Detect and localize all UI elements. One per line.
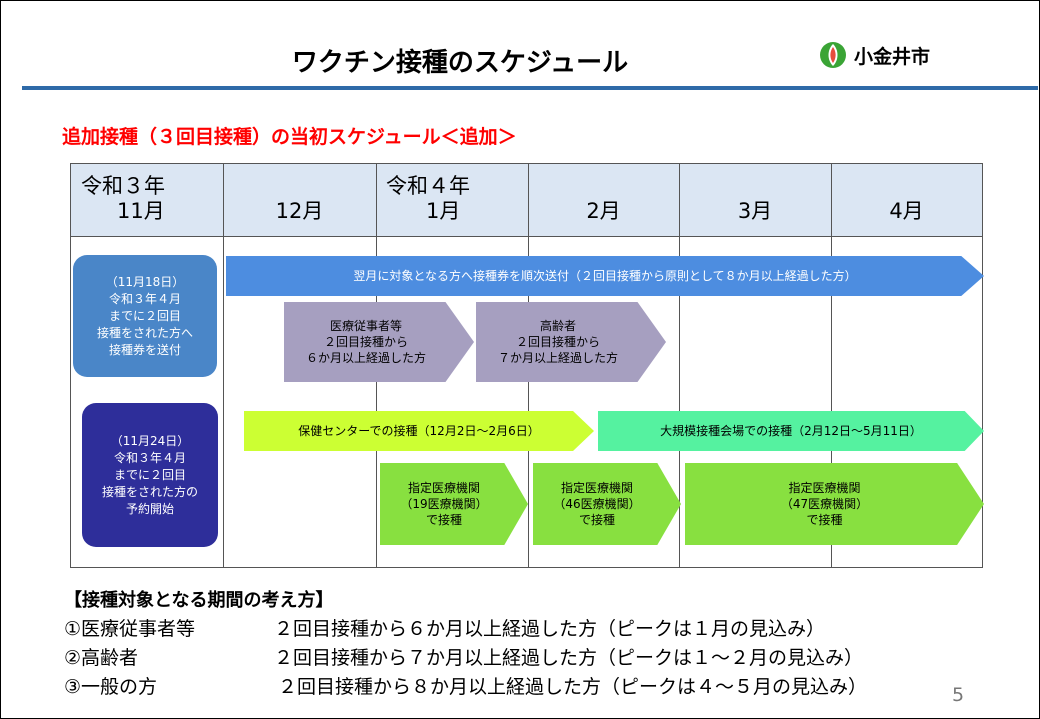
month-header-jan: 令和４年 1月 [386,174,470,223]
health-center-arrow: 保健センターでの接種（12月2日～2月6日） [244,411,594,451]
note-label: ①医療従事者等 [64,618,196,640]
elderly-arrow: 高齢者 ２回目接種から ７か月以上経過した方 [476,302,666,382]
month-header-nov: 令和３年 11月 [81,174,165,223]
title-underline [22,86,1038,90]
voucher-dispatch-arrow: 翌月に対象となる方へ接種券を順次送付（２回目接種から原則として８か月以上経過した… [226,256,984,296]
clinic-arrow-46: 指定医療機関 （46医療機関） で接種 [533,463,681,545]
month-header-feb: 2月 [586,199,621,223]
note-label: ②高齢者 [64,647,139,669]
page-number: 5 [952,684,965,706]
clinic-arrow-47: 指定医療機関 （47医療機関） で接種 [685,463,984,545]
column-divider [831,164,832,567]
calendar-header [71,164,982,237]
reservation-start-box: （11月24日） 令和３年４月 までに２回目 接種をされた方の 予約開始 [82,403,218,547]
notes-heading: 【接種対象となる期間の考え方】 [64,590,334,611]
schedule-calendar: 令和３年 11月 12月 令和４年 1月 2月 3月 4月 [70,163,983,568]
mass-vaccination-arrow: 大規模接種会場での接種（2月12日～5月11日） [598,411,984,451]
note-label: ③一般の方 [64,676,158,698]
city-logo: 小金井市 [818,40,930,70]
city-name: 小金井市 [854,45,931,68]
month-header-mar: 3月 [737,199,773,223]
clinic-arrow-19: 指定医療機関 （19医療機関） で接種 [380,463,528,545]
note-text: ２回目接種から７か月以上経過した方（ピークは１～２月の見込み） [274,647,864,669]
section-subtitle: 追加接種（３回目接種）の当初スケジュール＜追加＞ [62,126,517,148]
slide-title: ワクチン接種のスケジュール [291,48,629,78]
month-header-apr: 4月 [889,199,924,223]
koganei-emblem-icon [820,42,846,68]
note-text: ２回目接種から６か月以上経過した方（ピークは１月の見込み） [274,618,826,640]
column-divider [223,164,224,567]
month-header-dec: 12月 [275,199,324,223]
note-text: ２回目接種から８か月以上経過した方（ピークは４～５月の見込み） [278,676,868,698]
voucher-sent-box: （11月18日） 令和３年４月 までに２回目 接種をされた方へ 接種券を送付 [73,255,217,377]
medical-workers-arrow: 医療従事者等 ２回目接種から ６か月以上経過した方 [284,302,474,382]
column-divider [679,164,680,567]
